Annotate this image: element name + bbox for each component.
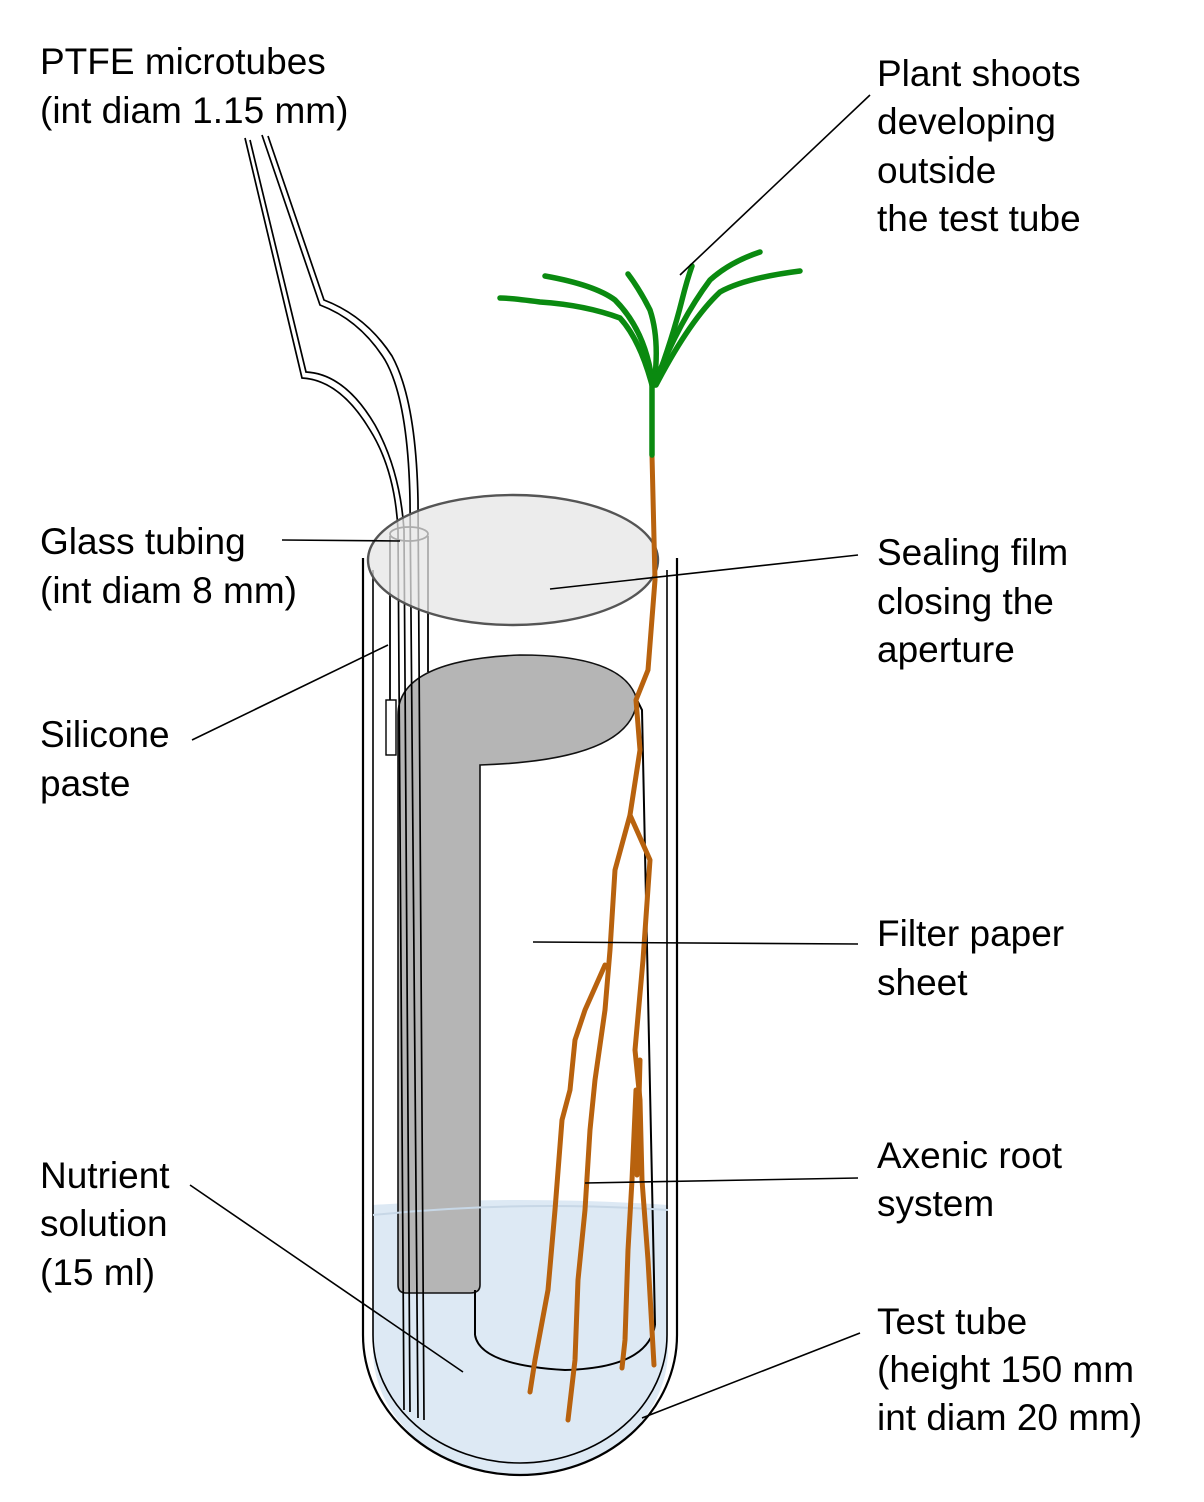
label-sealing-film: Sealing film closing the aperture xyxy=(877,532,1068,670)
label-line: Test tube xyxy=(877,1301,1027,1342)
root-system xyxy=(527,452,658,1423)
test-tube-inner-wall xyxy=(372,570,668,1464)
label-line: aperture xyxy=(877,629,1015,670)
label-line: paste xyxy=(40,763,131,804)
label-line: system xyxy=(877,1183,994,1224)
label-line: Sealing film xyxy=(877,532,1068,573)
label-line: Nutrient xyxy=(40,1155,170,1196)
label-line: closing the xyxy=(877,581,1054,622)
label-line: (int diam 8 mm) xyxy=(40,570,297,611)
label-line: int diam 20 mm) xyxy=(877,1397,1142,1438)
label-line: PTFE microtubes xyxy=(40,41,326,82)
sealing-film xyxy=(366,493,660,627)
leader-lines xyxy=(189,94,871,1419)
label-line: sheet xyxy=(877,962,968,1003)
label-test-tube: Test tube (height 150 mm int diam 20 mm) xyxy=(877,1301,1142,1438)
filter-paper-bottom-edge xyxy=(474,1324,656,1372)
label-line: Axenic root xyxy=(877,1135,1063,1176)
label-line: (15 ml) xyxy=(40,1252,155,1293)
label-ptfe-microtubes: PTFE microtubes (int diam 1.15 mm) xyxy=(40,41,348,131)
silicone-paste xyxy=(385,699,397,756)
label-line: outside xyxy=(877,150,996,191)
label-line: (int diam 1.15 mm) xyxy=(40,90,348,131)
label-root-system: Axenic root system xyxy=(877,1135,1063,1224)
plant-shoots xyxy=(497,249,803,458)
label-plant-shoots: Plant shoots developing outside the test… xyxy=(877,53,1081,239)
label-nutrient-solution: Nutrient solution (15 ml) xyxy=(40,1155,170,1293)
label-glass-tubing: Glass tubing (int diam 8 mm) xyxy=(40,521,297,611)
label-filter-paper: Filter paper sheet xyxy=(877,913,1064,1003)
filter-paper-sheet xyxy=(397,654,638,1294)
label-line: Glass tubing xyxy=(40,521,246,562)
label-line: developing xyxy=(877,101,1056,142)
label-line: solution xyxy=(40,1203,168,1244)
label-line: (height 150 mm xyxy=(877,1349,1134,1390)
test-tube-outer-wall xyxy=(361,558,679,1477)
label-line: Filter paper xyxy=(877,913,1064,954)
label-line: the test tube xyxy=(877,198,1081,239)
label-silicone-paste: Silicone paste xyxy=(40,714,170,804)
ptfe-microtubes xyxy=(244,134,425,1421)
label-line: Plant shoots xyxy=(877,53,1081,94)
label-line: Silicone xyxy=(40,714,170,755)
